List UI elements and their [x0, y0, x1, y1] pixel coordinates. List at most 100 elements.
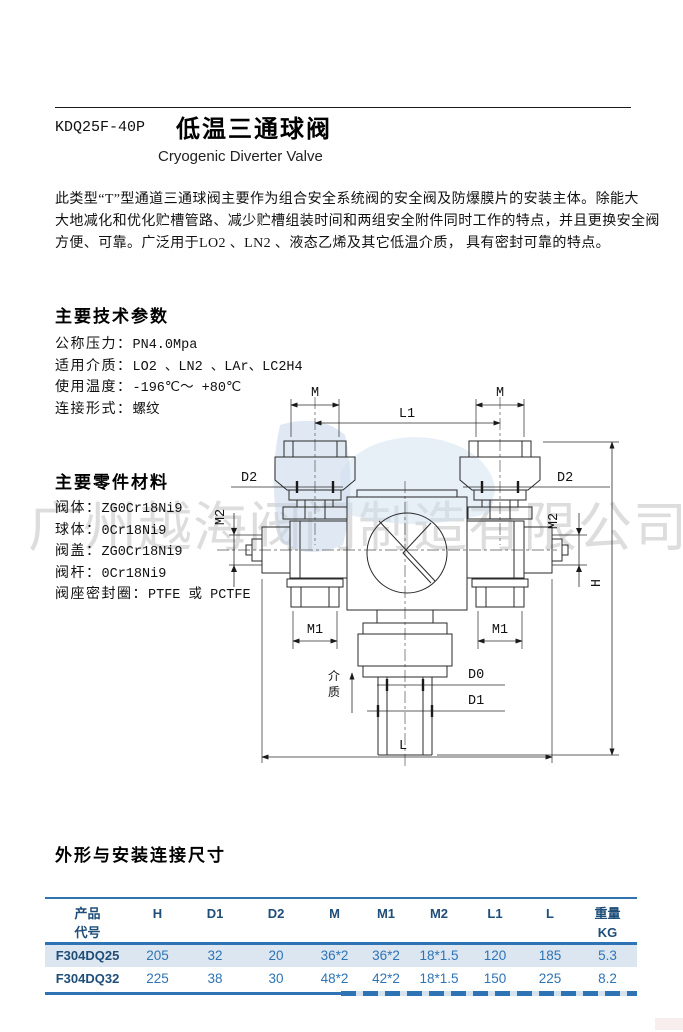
material-item: 阀体：ZG0Cr18Ni9	[55, 499, 251, 521]
bottom-connector-right	[471, 578, 529, 608]
dim-m1: M1 M1	[292, 611, 523, 649]
specs-list: 公称压力：PN4.0Mpa 适用介质：LO2 、LN2 、LAr、LC2H4 使…	[55, 335, 303, 421]
table-row: F304DQ32 225 38 30 48*2 42*2 18*1.5 150 …	[45, 967, 637, 990]
material-item: 阀盖：ZG0Cr18Ni9	[55, 542, 251, 564]
cell-value: 225	[538, 970, 562, 986]
col-header-d1: D1	[185, 898, 245, 944]
material-value: ZG0Cr18Ni9	[101, 502, 183, 517]
dim-label-m1-left: M1	[307, 623, 323, 638]
cell-value: 32	[207, 948, 223, 964]
cell-value: 36*2	[372, 948, 400, 964]
cell-value: 42*2	[372, 970, 400, 986]
cell-value: 18*1.5	[419, 970, 459, 986]
header-line: 重量	[594, 906, 621, 921]
spec-label: 使用温度：	[55, 380, 133, 395]
watermark-logo-shapes	[273, 420, 495, 553]
dim-label-d2-right: D2	[557, 471, 573, 486]
spec-value: 螺纹	[132, 402, 160, 418]
top-connector-right	[459, 440, 541, 520]
dim-label-l1: L1	[399, 407, 415, 422]
watermark-fan	[340, 437, 495, 524]
dim-label-m2-right: M2	[547, 513, 562, 529]
cell-value: 225	[146, 970, 169, 986]
table-row: F304DQ25 205 32 20 36*2 36*2 18*1.5 120 …	[45, 943, 637, 967]
cell-value: 30	[268, 970, 284, 986]
header-line: 代号	[74, 925, 101, 940]
spec-value: -196℃～ +80℃	[132, 381, 242, 396]
header-line: L	[546, 906, 554, 921]
intro-paragraph: 此类型“T”型通道三通球阀主要作为组合安全系统阀的安全阀及防爆膜片的安装主体。除…	[55, 189, 660, 255]
intro-line: 方便、可靠。广泛用于LO2 、LN2 、液态乙烯及其它低温介质， 具有密封可靠的…	[55, 236, 611, 251]
col-header-m1: M1	[362, 898, 410, 944]
header-line: D2	[267, 906, 285, 921]
col-header-product-code: 产品代号	[45, 898, 130, 944]
material-value: 0Cr18Ni9	[101, 523, 167, 539]
dim-label-h: H	[590, 579, 605, 587]
spec-item: 连接形式：螺纹	[55, 400, 303, 422]
medium-label-char1: 介	[328, 669, 340, 683]
intro-line: 大地减化和优化贮槽管路、减少贮槽组装时间和两组安全附件同时工作的特点，并且更换安…	[55, 214, 660, 229]
material-label: 阀体：	[55, 501, 102, 516]
header-line: 产品	[74, 906, 101, 921]
cell-value: 150	[483, 970, 507, 986]
material-label: 阀杆：	[55, 565, 102, 581]
col-header-weight: 重量 KG	[578, 898, 637, 944]
medium-flow-annotation: 介 质	[328, 669, 355, 713]
table-bottom-border	[45, 992, 341, 995]
cell-product-code: F304DQ25	[55, 948, 120, 964]
cell-value: 120	[483, 948, 507, 964]
material-item: 阀杆：0Cr18Ni9	[55, 564, 251, 586]
col-header-m: M	[307, 898, 362, 944]
col-header-d2: D2	[245, 898, 307, 944]
dim-label-m2-left: M2	[214, 509, 229, 525]
spec-value: LO2 、LN2 、LAr、LC2H4	[132, 359, 303, 375]
medium-label-char2: 质	[328, 685, 340, 699]
dim-m2: M2 M2	[214, 509, 587, 587]
dim-label-m-left: M	[311, 386, 319, 401]
cell-value: 185	[538, 948, 562, 964]
header-line: D1	[206, 906, 224, 921]
material-item: 球体：0Cr18Ni9	[55, 521, 251, 543]
dim-label-d1: D1	[468, 694, 484, 709]
dim-label-m1-right: M1	[492, 623, 508, 638]
intro-line: 此类型“T”型通道三通球阀主要作为组合安全系统阀的安全阀及防爆膜片的安装主体。除…	[55, 192, 639, 207]
dim-label-d2-left: D2	[241, 471, 257, 486]
dim-l: L	[261, 579, 553, 763]
dim-d2: D2 D2	[231, 471, 610, 493]
header-line: KG	[597, 925, 618, 940]
page-title: 低温三通球阀	[176, 117, 332, 143]
table-bottom-dashed-watermark	[341, 991, 637, 996]
corner-smudge	[655, 1018, 683, 1030]
top-connector-left	[274, 440, 356, 520]
spec-label: 连接形式：	[55, 401, 133, 417]
material-item: 阀座密封圈：PTFE 或 PCTFE	[55, 585, 251, 607]
dim-label-d0: D0	[468, 668, 484, 683]
dim-label-m-right: M	[496, 386, 504, 401]
header-rule	[55, 107, 631, 108]
spec-value: PN4.0Mpa	[132, 338, 198, 353]
material-value: ZG0Cr18Ni9	[101, 545, 183, 560]
model-number: KDQ25F-40P	[55, 119, 146, 136]
spec-item: 公称压力：PN4.0Mpa	[55, 335, 303, 357]
cell-value: 48*2	[320, 970, 349, 986]
cell-value: 38	[207, 970, 223, 986]
spec-item: 使用温度：-196℃～ +80℃	[55, 378, 303, 400]
col-header-m2: M2	[410, 898, 468, 944]
header-line: H	[152, 906, 163, 921]
header-line: M1	[376, 906, 396, 921]
cell-value: 36*2	[320, 948, 349, 964]
material-label: 阀盖：	[55, 544, 102, 559]
spec-item: 适用介质：LO2 、LN2 、LAr、LC2H4	[55, 357, 303, 379]
valve-technical-drawing: M M L1 D2 D2 M2	[214, 386, 619, 767]
material-label: 阀座密封圈：	[55, 587, 148, 602]
watermark-blob	[273, 420, 351, 553]
col-header-l: L	[522, 898, 578, 944]
header-line: M2	[429, 906, 449, 921]
material-value: PTFE 或 PCTFE	[148, 588, 251, 603]
valve-body	[245, 489, 569, 611]
materials-list: 阀体：ZG0Cr18Ni9 球体：0Cr18Ni9 阀盖：ZG0Cr18Ni9 …	[55, 499, 251, 607]
ball-port-wedge	[402, 522, 432, 584]
cell-value: 8.2	[598, 970, 617, 986]
